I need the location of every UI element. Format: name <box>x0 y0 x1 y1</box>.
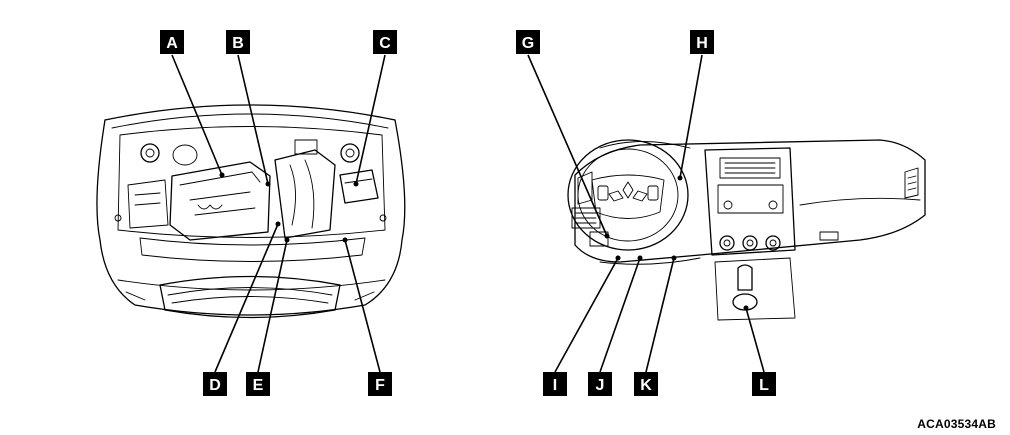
callout-label-l: L <box>752 372 776 396</box>
leader-dot-e <box>284 237 290 243</box>
leader-line-b <box>237 54 269 185</box>
callout-label-l-text: L <box>759 377 769 394</box>
leader-line-d <box>214 223 279 373</box>
callout-label-f-text: F <box>375 377 385 394</box>
callout-label-c-text: C <box>379 35 391 52</box>
callout-label-j-text: J <box>596 377 605 394</box>
callout-label-a-text: A <box>166 35 178 52</box>
figure-code: ACA03534AB <box>917 417 996 431</box>
leader-line-l <box>745 307 765 373</box>
leader-dot-c <box>353 181 359 187</box>
leader-line-k <box>645 257 675 373</box>
callout-label-k: K <box>634 372 658 396</box>
leader-dot-k <box>671 255 677 261</box>
leader-line-j <box>599 257 641 373</box>
leader-dot-g <box>604 233 610 239</box>
leader-line-h <box>679 54 703 179</box>
leader-dot-d <box>275 221 281 227</box>
leader-line-i <box>554 257 619 373</box>
dashboard-illustration <box>567 139 926 321</box>
leader-line-f <box>344 239 381 373</box>
callout-leaders <box>171 54 765 373</box>
leader-dot-b <box>265 181 271 187</box>
callout-label-b-text: B <box>232 35 244 52</box>
leader-line-g <box>527 54 608 237</box>
leader-line-c <box>355 54 386 185</box>
callout-label-g-text: G <box>522 35 534 52</box>
callout-label-g: G <box>516 30 540 54</box>
callout-label-f: F <box>368 372 392 396</box>
leader-dot-f <box>342 237 348 243</box>
callout-label-d: D <box>203 372 227 396</box>
callout-label-k-text: K <box>640 377 652 394</box>
callout-label-j: J <box>588 372 612 396</box>
leader-dot-l <box>743 305 749 311</box>
leader-line-a <box>171 54 223 176</box>
leader-dot-i <box>615 255 621 261</box>
callout-label-i-text: I <box>553 377 557 394</box>
leader-dot-a <box>219 172 225 178</box>
callout-label-a: A <box>160 30 184 54</box>
callout-label-e-text: E <box>253 377 264 394</box>
callout-label-i: I <box>543 372 567 396</box>
leader-dot-h <box>677 175 683 181</box>
callout-label-h-text: H <box>696 35 708 52</box>
callout-label-e: E <box>246 372 270 396</box>
engine-compartment-illustration <box>96 104 406 319</box>
leader-line-e <box>257 239 288 373</box>
callout-label-d-text: D <box>209 377 221 394</box>
leader-dot-j <box>637 255 643 261</box>
callout-label-c: C <box>373 30 397 54</box>
callout-label-b: B <box>226 30 250 54</box>
callout-label-h: H <box>690 30 714 54</box>
